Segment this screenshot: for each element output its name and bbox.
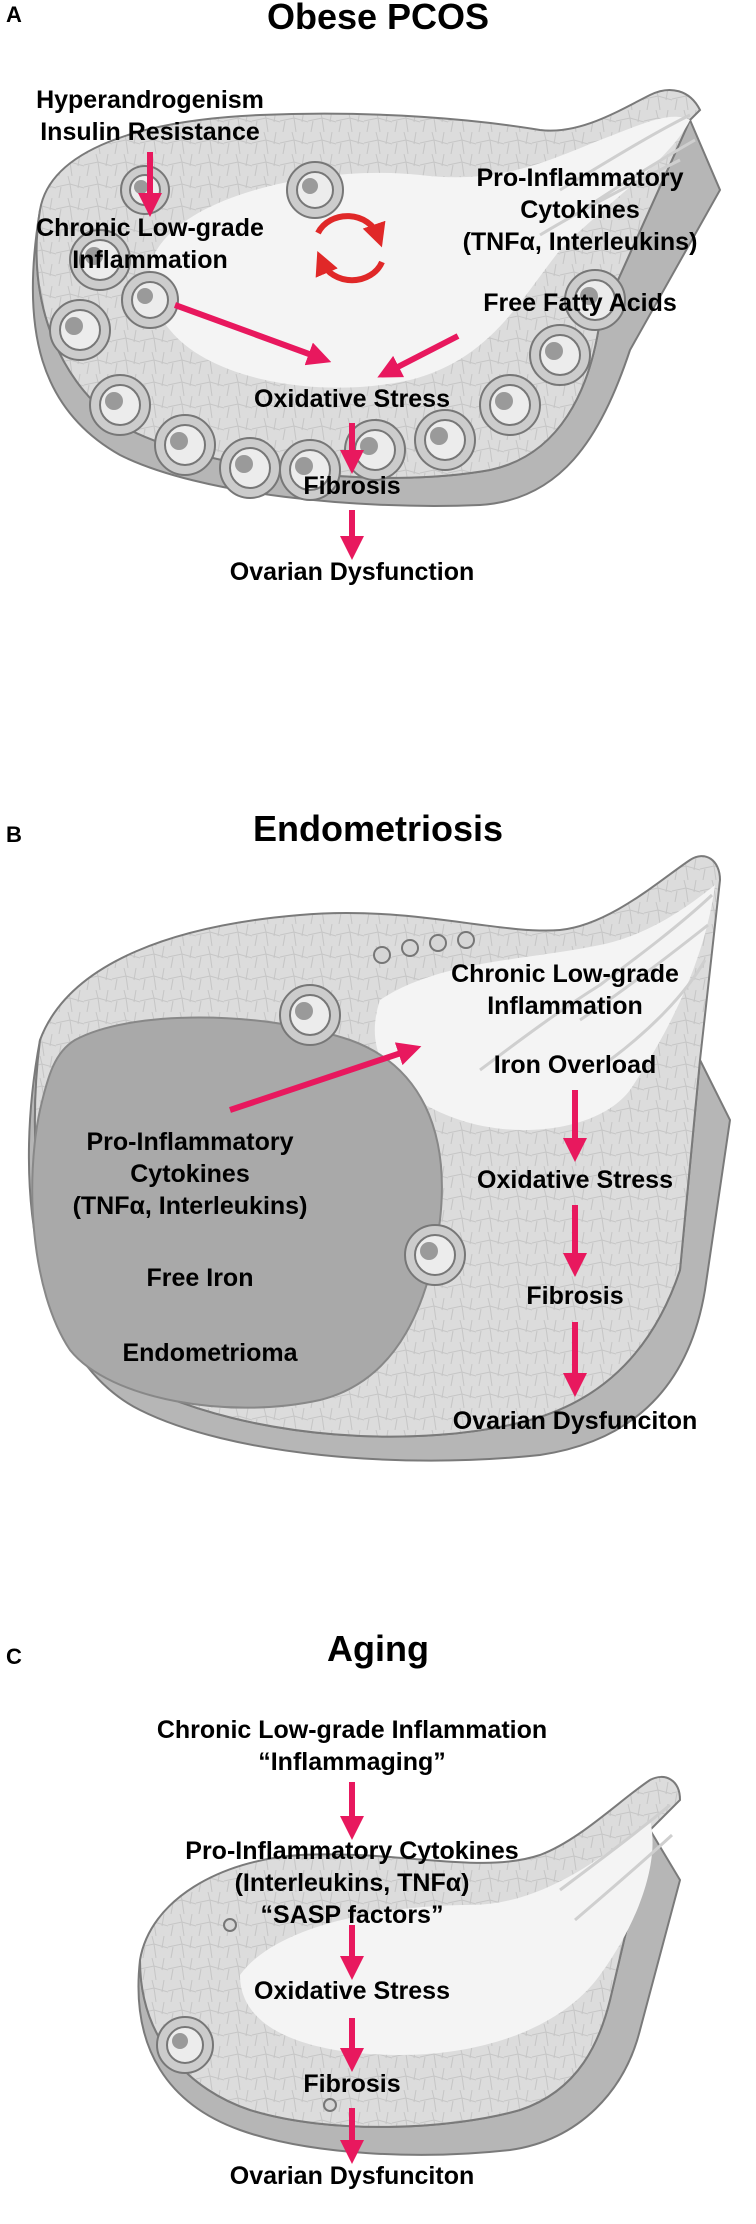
label-free-iron: Free Iron [146,1264,254,1292]
label-chronic-inflammation-1: Chronic Low-grade [36,214,264,242]
label-endometrioma: Endometrioma [122,1339,298,1367]
label-cytokines-2: Cytokines [130,1160,250,1188]
label-ovarian-dysfunction: Ovarian Dysfunciton [229,2162,475,2190]
panel-b-arrows [229,1042,587,1397]
label-cytokines-1: Pro-Inflammatory [86,1128,294,1156]
label-cytokines-3: (TNFα, Interleukins) [72,1192,308,1220]
label-chronic-inflammation-2: Inflammation [72,246,228,274]
panel-b-letter: B [6,822,22,847]
label-chronic-inflammation-2: Inflammation [487,992,643,1020]
label-oxidative-stress: Oxidative Stress [254,385,450,413]
label-chronic-inflammation-1: Chronic Low-grade Inflammation [156,1716,548,1744]
label-insulin-resistance: Insulin Resistance [40,118,260,146]
panel-b-title: Endometriosis [252,808,504,849]
panel-a-letter: A [6,2,22,27]
panel-b-ovary [27,855,732,1462]
panel-a-title: Obese PCOS [266,0,490,37]
label-fibrosis: Fibrosis [303,472,401,500]
label-hyperandrogenism: Hyperandrogenism [36,86,264,114]
endometrioma-shape [31,1016,443,1409]
label-cytokines-3: (TNFα, Interleukins) [462,228,698,256]
label-oxidative-stress: Oxidative Stress [254,1977,450,2005]
panel-a-arrows [138,152,460,560]
ovary-medulla [240,1820,653,2055]
label-cytokines-2: Cytokines [520,196,640,224]
panel-a-ovary [31,89,722,507]
label-ovarian-dysfunction: Ovarian Dysfunciton [452,1407,698,1435]
cycle-arrow-top [315,213,386,248]
ligament-lines [559,1803,674,1922]
ligament-lines [539,113,696,237]
label-cytokines-1: Pro-Inflammatory Cytokines [185,1837,519,1865]
label-inflammaging: “Inflammaging” [258,1748,446,1776]
panel-c-title: Aging [327,1628,429,1669]
arrow-cytokines-to-inflammation [229,1042,422,1113]
label-cytokines-2: (Interleukins, TNFα) [234,1869,470,1897]
label-oxidative-stress: Oxidative Stress [477,1166,673,1194]
ovary-medulla [149,116,690,388]
cycle-arrow-bottom [315,250,385,284]
label-cytokines-1: Pro-Inflammatory [476,164,684,192]
label-fibrosis: Fibrosis [303,2070,401,2098]
small-follicles [373,931,475,964]
panel-c-follicles [156,1918,337,2112]
label-free-fatty-acids: Free Fatty Acids [483,289,677,317]
panel-b-follicles [279,931,475,1286]
label-iron-overload: Iron Overload [493,1051,657,1079]
panel-c-letter: C [6,1644,22,1669]
panel-a-follicles [49,161,626,501]
arrow-inflammation-to-oxidative [173,302,332,366]
ligament-lines [479,893,714,1072]
arrow-ffa-to-oxidative [377,333,460,378]
label-fibrosis: Fibrosis [526,1282,624,1310]
ovary-medulla [374,885,715,1130]
label-chronic-inflammation-1: Chronic Low-grade [451,960,679,988]
label-sasp-factors: “SASP factors” [260,1901,444,1929]
panel-c-ovary [137,1775,682,2156]
label-ovarian-dysfunction: Ovarian Dysfunction [229,558,475,586]
